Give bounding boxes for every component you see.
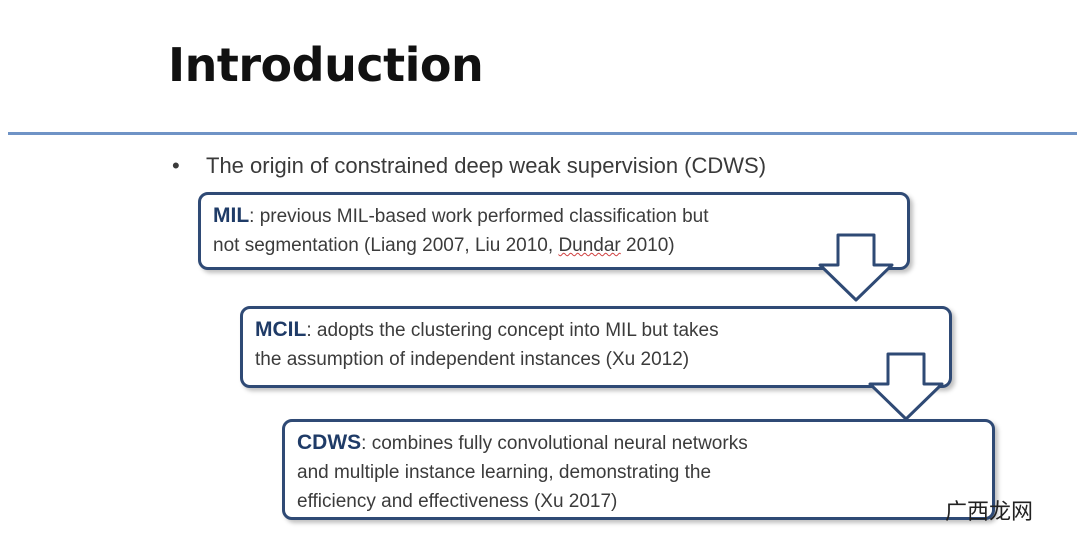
bullet-marker: •	[172, 153, 180, 178]
mil-box: MIL: previous MIL-based work performed c…	[198, 192, 910, 270]
mil-line-2: not segmentation (Liang 2007, Liu 2010, …	[213, 231, 897, 260]
title-divider	[8, 132, 1077, 135]
mil-text-2-post: 2010)	[620, 235, 675, 256]
cdws-text-1: : combines fully convolutional neural ne…	[361, 433, 748, 454]
mil-text-1: : previous MIL-based work performed clas…	[249, 206, 709, 227]
down-arrow-icon	[818, 233, 894, 302]
watermark-logo: 广西龙网	[945, 500, 1034, 525]
mil-line-1: MIL: previous MIL-based work performed c…	[213, 201, 897, 231]
mcil-box: MCIL: adopts the clustering concept into…	[240, 306, 952, 388]
mcil-lead: MCIL	[255, 318, 307, 341]
mcil-text-1: : adopts the clustering concept into MIL…	[306, 320, 719, 341]
mil-text-2-pre: not segmentation (Liang 2007, Liu 2010,	[213, 235, 559, 256]
mcil-line-1: MCIL: adopts the clustering concept into…	[255, 315, 939, 345]
cdws-line-2: and multiple instance learning, demonstr…	[297, 462, 712, 483]
cdws-line-3: efficiency and effectiveness (Xu 2017)	[297, 491, 618, 512]
cdws-lead: CDWS	[297, 431, 362, 454]
down-arrow-icon	[868, 352, 944, 421]
slide-title: Introduction	[168, 38, 484, 92]
cdws-line-1: CDWS: combines fully convolutional neura…	[297, 428, 982, 458]
mcil-line-2: the assumption of independent instances …	[255, 349, 690, 370]
mil-lead: MIL	[213, 204, 250, 227]
bullet-text: The origin of constrained deep weak supe…	[206, 153, 767, 178]
cdws-box: CDWS: combines fully convolutional neura…	[282, 419, 995, 520]
spellcheck-marked-word: Dundar	[558, 235, 621, 256]
